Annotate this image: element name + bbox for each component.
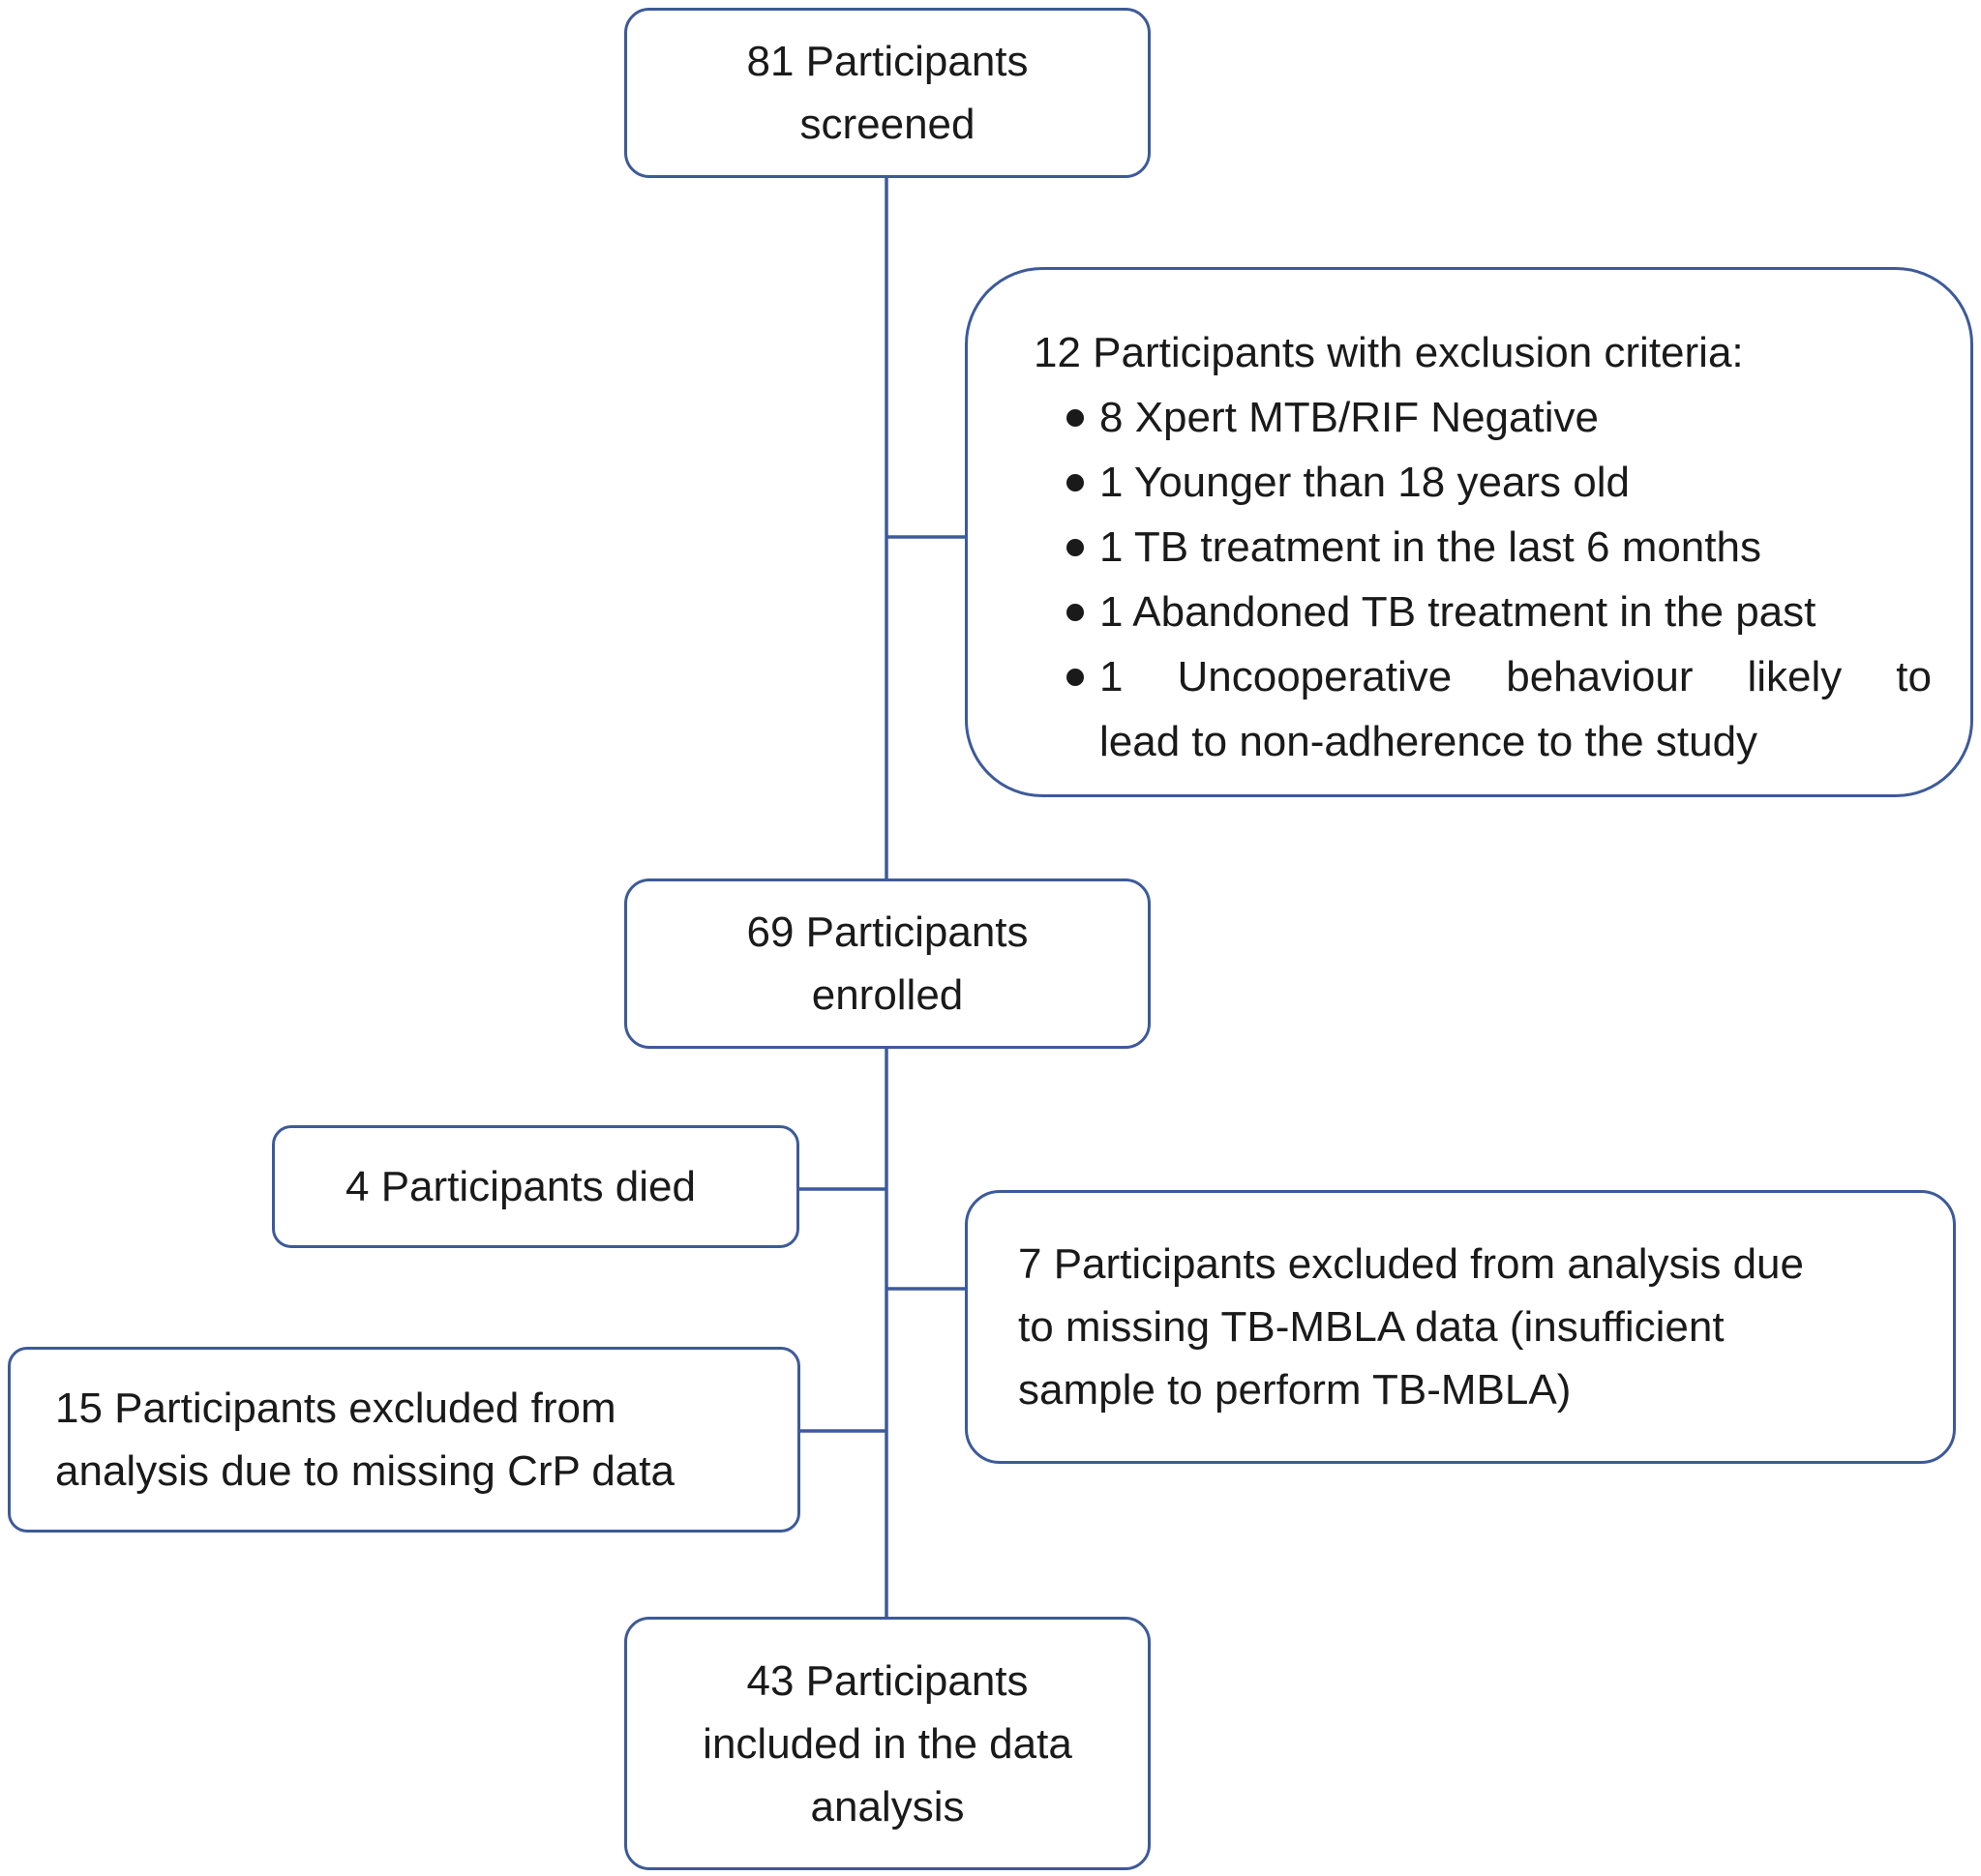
- missing-mbla-line-3: sample to perform TB-MBLA): [1018, 1366, 1572, 1414]
- exclusion-item-text: 1 Younger than 18 years old: [1099, 459, 1631, 506]
- exclusion-item: 1 Younger than 18 years old: [1066, 450, 1932, 515]
- included-box: 43 Participants included in the data ana…: [624, 1617, 1151, 1870]
- exclusion-criteria-box: 12 Participants with exclusion criteria:…: [965, 267, 1973, 797]
- died-text: 4 Participants died: [345, 1163, 696, 1210]
- missing-mbla-line-1: 7 Participants excluded from analysis du…: [1018, 1240, 1804, 1288]
- screened-box: 81 Participants screened: [624, 8, 1151, 178]
- died-box: 4 Participants died: [272, 1125, 799, 1248]
- enrolled-line-1: 69 Participants: [746, 908, 1029, 956]
- exclusion-item: 1 Abandoned TB treatment in the past: [1066, 580, 1932, 644]
- exclusion-item: 8 Xpert MTB/RIF Negative: [1066, 385, 1932, 450]
- enrolled-line-2: enrolled: [811, 971, 964, 1019]
- included-line-3: analysis: [810, 1782, 965, 1831]
- exclusion-criteria-list: 8 Xpert MTB/RIF Negative 1 Younger than …: [1034, 385, 1932, 774]
- exclusion-item-text-line-1: 1 Uncooperative behaviour likely to: [1099, 653, 1932, 700]
- exclusion-item-text: 1 Abandoned TB treatment in the past: [1099, 588, 1816, 636]
- missing-crp-line-1: 15 Participants excluded from: [55, 1385, 616, 1432]
- exclusion-item: 1 Uncooperative behaviour likely to lead…: [1066, 644, 1932, 774]
- missing-crp-line-2: analysis due to missing CrP data: [55, 1447, 675, 1495]
- screened-line-1: 81 Participants: [746, 38, 1029, 85]
- exclusion-item: 1 TB treatment in the last 6 months: [1066, 515, 1932, 580]
- exclusion-item-text: 1 TB treatment in the last 6 months: [1099, 523, 1761, 571]
- missing-mbla-box: 7 Participants excluded from analysis du…: [965, 1190, 1956, 1464]
- missing-mbla-line-2: to missing TB-MBLA data (insufficient: [1018, 1303, 1725, 1351]
- exclusion-criteria-title: 12 Participants with exclusion criteria:: [1034, 329, 1744, 376]
- exclusion-item-text-line-2: lead to non-adherence to the study: [1099, 718, 1758, 765]
- included-line-2: included in the data: [703, 1719, 1072, 1768]
- exclusion-item-text: 8 Xpert MTB/RIF Negative: [1099, 394, 1599, 441]
- screened-line-2: screened: [799, 101, 975, 148]
- missing-crp-box: 15 Participants excluded from analysis d…: [8, 1347, 800, 1533]
- included-line-1: 43 Participants: [746, 1656, 1029, 1705]
- enrolled-box: 69 Participants enrolled: [624, 878, 1151, 1049]
